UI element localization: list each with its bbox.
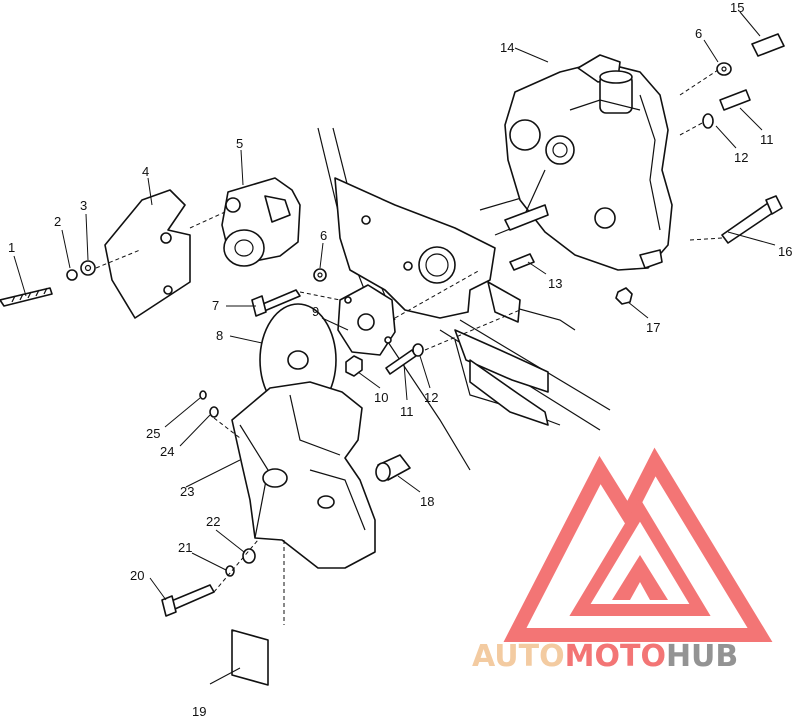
bearing-flange: [337, 284, 396, 356]
watermark-text: AUTOMOTOHUB: [472, 639, 738, 674]
lower-brace: [454, 281, 549, 426]
watermark-moto: MOTO: [565, 639, 666, 674]
callout-7: 7: [212, 298, 219, 313]
callout-8: 8: [216, 328, 223, 343]
callout-16: 16: [778, 244, 792, 259]
callout-3: 3: [80, 198, 87, 213]
watermark-emblem: [503, 447, 773, 642]
callout-20: 20: [130, 568, 144, 583]
callout-25: 25: [146, 426, 160, 441]
callout-5: 5: [236, 136, 243, 151]
callout-9: 9: [312, 304, 319, 319]
gearcase: [494, 54, 673, 271]
callout-4: 4: [142, 164, 149, 179]
bearing-bracket: [221, 177, 301, 267]
chaincase-cover: [231, 381, 376, 569]
callout-11-lower: 11: [400, 404, 414, 419]
callout-11-right: 11: [760, 132, 774, 147]
spacer: [375, 454, 411, 482]
callout-10: 10: [374, 390, 388, 405]
callout-12-lower: 12: [424, 390, 438, 405]
callout-15: 15: [730, 0, 744, 15]
callout-14: 14: [500, 40, 514, 55]
watermark-auto: AUTO: [472, 639, 565, 674]
callout-6-left: 6: [320, 228, 327, 243]
callout-2: 2: [54, 214, 61, 229]
callout-22: 22: [206, 514, 220, 529]
callout-13: 13: [548, 276, 562, 291]
mounting-plate: [334, 177, 496, 319]
callout-1: 1: [8, 240, 15, 255]
callout-19: 19: [192, 704, 206, 717]
callout-17: 17: [646, 320, 660, 335]
watermark-logo: AUTOMOTOHUB: [472, 447, 773, 674]
callout-12-right: 12: [734, 150, 748, 165]
shield-plate: [104, 189, 191, 319]
leader-lines: [13, 11, 776, 685]
gasket: [231, 629, 269, 686]
callout-21: 21: [178, 540, 192, 555]
callout-6-right: 6: [695, 26, 702, 41]
watermark-hub: HUB: [666, 639, 738, 674]
callout-23: 23: [180, 484, 194, 499]
callout-24: 24: [160, 444, 174, 459]
callout-18: 18: [420, 494, 434, 509]
callout-numbers: 1 2 3 4 5 6 6 7 8 9 10 11 11 12 12 13 14…: [8, 0, 792, 717]
fasteners: [0, 33, 785, 617]
